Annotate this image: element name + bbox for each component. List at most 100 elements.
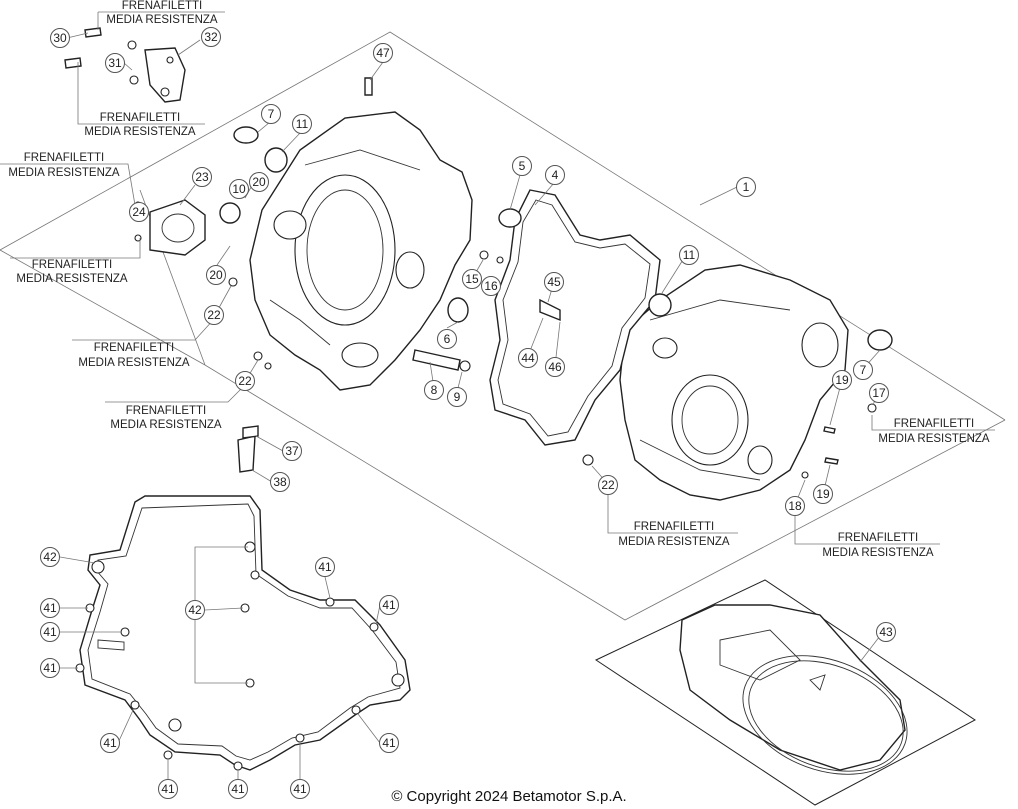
note-line-1: FRENAFILETTI — [32, 259, 113, 271]
threadlocker-note-1: FRENAFILETTI MEDIA RESISTENZA — [97, 0, 225, 30]
svg-text:22: 22 — [238, 374, 252, 388]
svg-text:41: 41 — [43, 601, 57, 615]
svg-text:8: 8 — [431, 383, 438, 397]
callout-37[interactable]: 37 — [282, 441, 302, 461]
note-line-2: MEDIA RESISTENZA — [16, 273, 128, 285]
callout-11[interactable]: 11 — [292, 114, 312, 134]
callout-20-b[interactable]: 20 — [206, 265, 226, 285]
svg-text:46: 46 — [548, 360, 562, 374]
svg-text:19: 19 — [816, 487, 830, 501]
callout-41-c[interactable]: 41 — [40, 658, 60, 678]
svg-text:16: 16 — [484, 279, 498, 293]
note-line-2: MEDIA RESISTENZA — [618, 536, 730, 548]
callout-8[interactable]: 8 — [424, 380, 444, 400]
note-line-2: MEDIA RESISTENZA — [106, 14, 218, 26]
bushings — [219, 77, 893, 479]
callout-7[interactable]: 7 — [261, 104, 281, 124]
svg-text:15: 15 — [465, 272, 479, 286]
callout-41-j[interactable]: 41 — [315, 557, 335, 577]
svg-text:18: 18 — [788, 499, 802, 513]
copyright-footer: © Copyright 2024 Betamotor S.p.A. — [391, 788, 627, 805]
gasket-kit-sheet — [594, 579, 976, 806]
svg-text:41: 41 — [161, 782, 175, 796]
callout-16[interactable]: 16 — [481, 276, 501, 296]
callout-41-i[interactable]: 41 — [379, 595, 399, 615]
callout-38[interactable]: 38 — [270, 472, 290, 492]
svg-text:41: 41 — [318, 560, 332, 574]
callout-6[interactable]: 6 — [437, 329, 457, 349]
callout-41-h[interactable]: 41 — [379, 733, 399, 753]
svg-text:17: 17 — [872, 386, 886, 400]
callout-41-e[interactable]: 41 — [158, 779, 178, 799]
svg-text:41: 41 — [231, 782, 245, 796]
note-line-2: MEDIA RESISTENZA — [84, 126, 196, 138]
callout-41-b[interactable]: 41 — [40, 622, 60, 642]
callout-15[interactable]: 15 — [462, 269, 482, 289]
left-crankcase-half — [249, 111, 473, 391]
base-gasket-left — [75, 495, 411, 771]
svg-text:4: 4 — [552, 168, 559, 182]
callout-41-d[interactable]: 41 — [100, 733, 120, 753]
callout-23[interactable]: 23 — [192, 167, 212, 187]
callout-1[interactable]: 1 — [736, 177, 756, 197]
callout-4[interactable]: 4 — [545, 165, 565, 185]
bracket-part — [64, 27, 186, 103]
svg-text:1: 1 — [743, 180, 750, 194]
callout-20[interactable]: 20 — [249, 172, 269, 192]
threadlocker-note-6: FRENAFILETTI MEDIA RESISTENZA — [105, 385, 245, 431]
callout-19-b[interactable]: 19 — [813, 484, 833, 504]
svg-text:43: 43 — [879, 625, 893, 639]
svg-text:32: 32 — [204, 30, 218, 44]
svg-text:9: 9 — [454, 390, 461, 404]
svg-text:37: 37 — [285, 444, 299, 458]
threadlocker-note-3: FRENAFILETTI MEDIA RESISTENZA — [0, 152, 136, 206]
note-line-2: MEDIA RESISTENZA — [822, 547, 934, 559]
right-crankcase-half — [619, 264, 849, 501]
callout-22-b[interactable]: 22 — [235, 371, 255, 391]
threadlocker-note-4: FRENAFILETTI MEDIA RESISTENZA — [10, 238, 141, 285]
note-line-1: FRENAFILETTI — [634, 521, 715, 533]
svg-text:44: 44 — [521, 351, 535, 365]
note-line-2: MEDIA RESISTENZA — [8, 167, 120, 179]
note-line-2: MEDIA RESISTENZA — [110, 419, 222, 431]
svg-text:24: 24 — [132, 205, 146, 219]
callout-30[interactable]: 30 — [50, 28, 70, 48]
callout-18[interactable]: 18 — [785, 496, 805, 516]
note-line-1: FRENAFILETTI — [894, 418, 975, 430]
callout-42-b[interactable]: 42 — [185, 600, 205, 620]
center-gasket — [489, 189, 661, 446]
callout-41-f[interactable]: 41 — [228, 779, 248, 799]
callout-22-c[interactable]: 22 — [598, 475, 618, 495]
callout-43[interactable]: 43 — [876, 622, 896, 642]
callout-44[interactable]: 44 — [518, 348, 538, 368]
callout-19[interactable]: 19 — [832, 370, 852, 390]
callout-10[interactable]: 10 — [229, 179, 249, 199]
svg-text:22: 22 — [601, 478, 615, 492]
callout-42[interactable]: 42 — [40, 547, 60, 567]
callout-47[interactable]: 47 — [373, 43, 393, 63]
callout-24[interactable]: 24 — [129, 202, 149, 222]
callout-22[interactable]: 22 — [204, 305, 224, 325]
callout-32[interactable]: 32 — [201, 27, 221, 47]
callout-5[interactable]: 5 — [512, 156, 532, 176]
callout-41-g[interactable]: 41 — [290, 779, 310, 799]
svg-text:20: 20 — [209, 268, 223, 282]
svg-text:31: 31 — [108, 56, 122, 70]
callout-11-b[interactable]: 11 — [679, 245, 699, 265]
svg-text:22: 22 — [207, 308, 221, 322]
callout-17[interactable]: 17 — [869, 383, 889, 403]
callout-31[interactable]: 31 — [105, 53, 125, 73]
callout-9[interactable]: 9 — [447, 387, 467, 407]
callout-7-b[interactable]: 7 — [853, 360, 873, 380]
svg-text:5: 5 — [519, 159, 526, 173]
svg-text:20: 20 — [252, 175, 266, 189]
svg-text:30: 30 — [53, 31, 67, 45]
callout-45[interactable]: 45 — [544, 272, 564, 292]
callout-41-a[interactable]: 41 — [40, 598, 60, 618]
svg-text:42: 42 — [188, 603, 202, 617]
svg-text:41: 41 — [43, 661, 57, 675]
callout-46[interactable]: 46 — [545, 357, 565, 377]
svg-text:11: 11 — [683, 248, 696, 262]
threadlocker-note-9: FRENAFILETTI MEDIA RESISTENZA — [871, 415, 995, 445]
